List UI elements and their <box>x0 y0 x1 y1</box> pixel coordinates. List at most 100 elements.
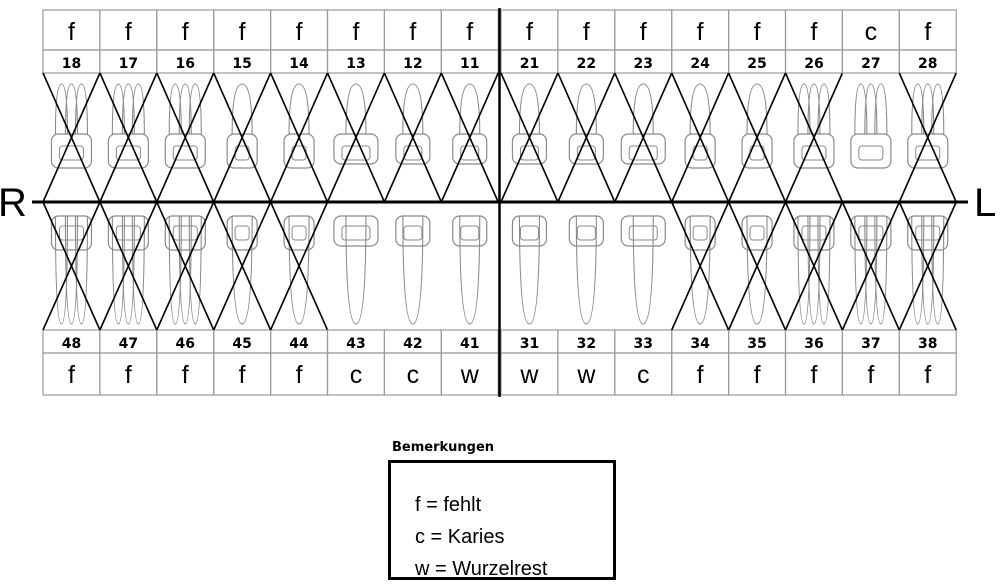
tooth-48-number: 48 <box>62 336 81 352</box>
tooth-28-number-cell <box>898 49 957 74</box>
tooth-13-cross-b <box>326 72 386 203</box>
tooth-16-root <box>188 83 202 135</box>
tooth-28-root <box>931 83 945 135</box>
tooth-32-root <box>575 215 597 325</box>
tooth-26-number: 26 <box>804 56 823 72</box>
tooth-48-root <box>74 215 88 325</box>
tooth-44-status: f <box>296 361 303 389</box>
tooth-48-root <box>64 215 78 325</box>
tooth-23-status: f <box>640 18 647 46</box>
tooth-16-cross-b <box>156 72 215 203</box>
tooth-11-cross-b <box>440 72 499 203</box>
tooth-15-cross-b <box>212 72 272 203</box>
tooth-11-occlusal <box>460 145 480 161</box>
tooth-33-number: 33 <box>634 336 653 352</box>
tooth-37-occlusal <box>858 225 884 241</box>
tooth-17-root <box>111 83 125 135</box>
tooth-38-root <box>931 215 945 325</box>
tooth-13-root <box>345 83 367 135</box>
tooth-28-root <box>921 83 935 135</box>
tooth-45-root <box>231 215 253 325</box>
tooth-21-number: 21 <box>520 56 539 72</box>
tooth-12-crown <box>395 133 431 165</box>
legend-karies: c = Karies <box>415 526 505 548</box>
tooth-47-number: 47 <box>119 336 138 352</box>
tooth-18-occlusal <box>58 145 84 161</box>
tooth-18-root <box>74 83 88 135</box>
tooth-32-crown <box>568 215 604 247</box>
tooth-45-cross-b <box>212 201 272 331</box>
tooth-35-root <box>746 215 768 325</box>
tooth-38-cross-b <box>898 201 957 331</box>
tooth-15-crown <box>226 133 258 169</box>
tooth-46-root <box>168 215 182 325</box>
tooth-11-number-cell <box>440 49 499 74</box>
tooth-43-number: 43 <box>346 336 365 352</box>
tooth-43-status: c <box>350 361 363 389</box>
tooth-23-occlusal <box>628 145 658 161</box>
tooth-17-crown <box>107 133 149 169</box>
tooth-27-number: 27 <box>861 56 880 72</box>
tooth-16-root <box>178 83 192 135</box>
remarks-box: f = fehlt c = Karies w = Wurzelrest <box>388 460 616 580</box>
tooth-33-occlusal <box>628 225 658 241</box>
tooth-37-status: f <box>867 361 874 389</box>
tooth-37-cross-b <box>841 201 901 331</box>
tooth-42-status: c <box>407 361 420 389</box>
tooth-46-number: 46 <box>176 336 195 352</box>
tooth-34-number: 34 <box>690 336 710 352</box>
tooth-47-occlusal <box>115 225 141 241</box>
tooth-27-root <box>854 83 868 135</box>
tooth-25-number: 25 <box>747 56 766 72</box>
tooth-15-number: 15 <box>232 56 251 72</box>
tooth-13-number: 13 <box>346 56 365 72</box>
tooth-24-cross-b <box>670 72 730 203</box>
tooth-25-crown <box>741 133 773 169</box>
right-side-label: R <box>0 181 27 225</box>
tooth-27-status: c <box>865 18 878 46</box>
tooth-42-occlusal <box>403 225 423 241</box>
tooth-35-status: f <box>754 361 761 389</box>
tooth-44-cross-b <box>269 201 329 331</box>
tooth-18-root <box>54 83 68 135</box>
tooth-11-status: f <box>466 18 473 46</box>
tooth-44-occlusal <box>291 225 307 241</box>
tooth-17-root <box>121 83 135 135</box>
tooth-41-root <box>459 215 481 325</box>
legend-wurzelrest: w = Wurzelrest <box>415 558 548 580</box>
dental-chart: f18f17f16f15f14f13f12f11f21f22f23f24f25f… <box>32 8 968 397</box>
tooth-22-number: 22 <box>577 56 596 72</box>
tooth-23-crown <box>620 133 666 165</box>
tooth-22-root <box>575 83 597 135</box>
remarks-title: Bemerkungen <box>392 440 495 455</box>
tooth-45-occlusal <box>234 225 250 241</box>
tooth-48-status: f <box>68 361 75 389</box>
tooth-37-root <box>874 215 888 325</box>
tooth-42-number: 42 <box>403 336 422 352</box>
tooth-33-status: c <box>637 361 650 389</box>
tooth-13-occlusal <box>341 145 371 161</box>
tooth-24-status: f <box>697 18 704 46</box>
tooth-32-status: w <box>576 361 596 389</box>
tooth-42-root <box>402 215 424 325</box>
tooth-17-cross-b <box>99 72 158 203</box>
tooth-14-root <box>288 83 310 135</box>
tooth-41-number: 41 <box>460 336 479 352</box>
tooth-38-occlusal <box>915 225 941 241</box>
left-side-label: L <box>974 181 997 225</box>
tooth-43-occlusal <box>341 225 371 241</box>
tooth-41-occlusal <box>460 225 480 241</box>
tooth-12-number: 12 <box>403 56 422 72</box>
tooth-11-number: 11 <box>460 56 479 72</box>
tooth-47-status: f <box>125 361 132 389</box>
tooth-44-number: 44 <box>289 336 309 352</box>
tooth-27-crown <box>850 133 892 169</box>
tooth-36-status: f <box>810 361 817 389</box>
tooth-41-crown <box>452 215 488 247</box>
tooth-31-status: w <box>519 361 539 389</box>
tooth-47-crown <box>107 215 149 251</box>
tooth-26-crown <box>793 133 835 169</box>
tooth-43-crown <box>333 215 379 247</box>
tooth-18-root <box>64 83 78 135</box>
tooth-35-occlusal <box>749 225 765 241</box>
